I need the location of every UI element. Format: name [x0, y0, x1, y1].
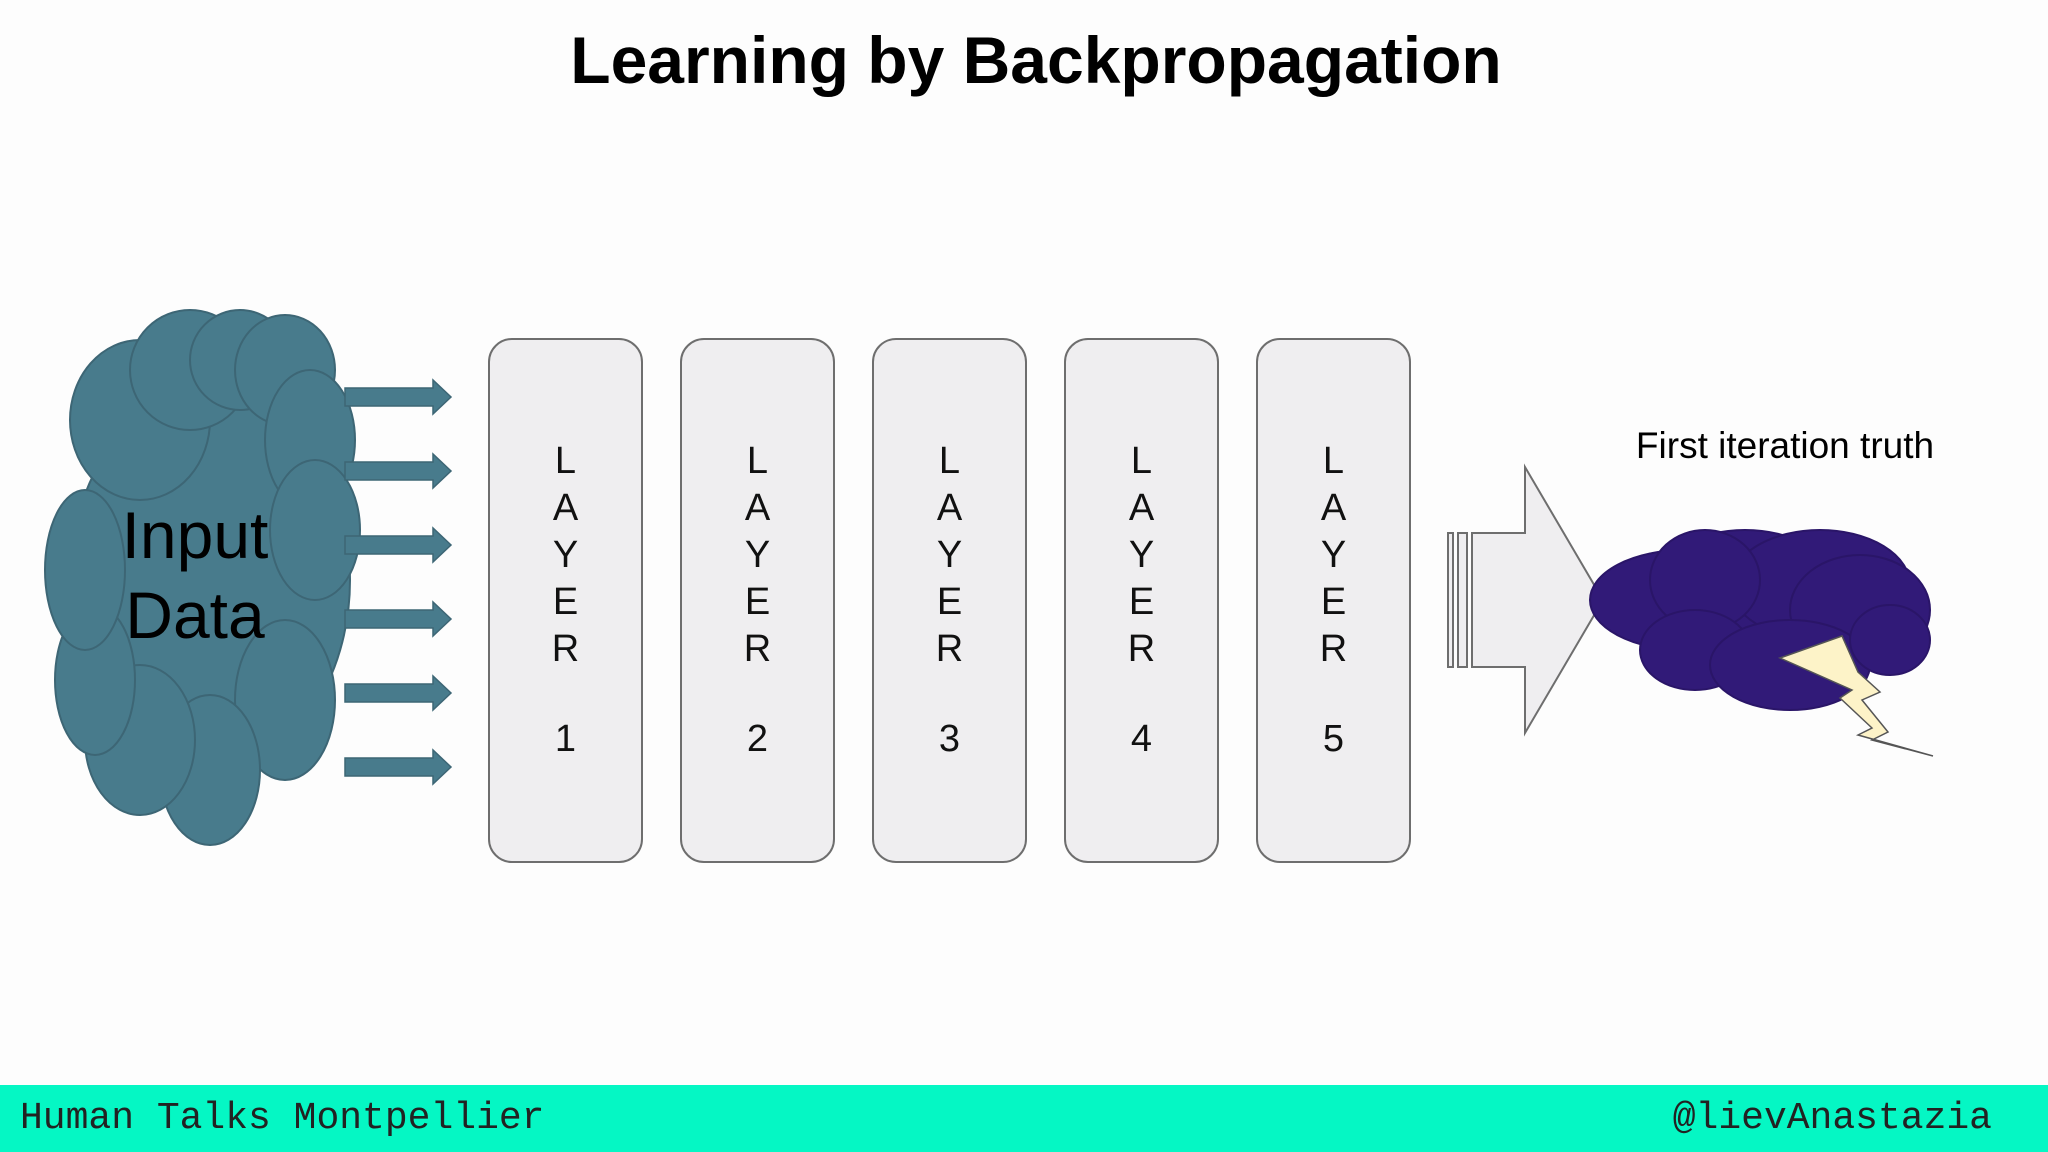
- layer-letter: A: [936, 487, 963, 529]
- layer-letter: R: [743, 628, 772, 670]
- arrow-right-icon: [344, 526, 453, 564]
- layer-number: 2: [746, 718, 769, 760]
- first-iteration-truth-label: First iteration truth: [1635, 425, 1935, 466]
- layer-letter: A: [552, 487, 579, 529]
- arrow-right-icon: [344, 452, 453, 490]
- storm-cloud-icon: [1589, 529, 1931, 711]
- input-arrows: [344, 378, 453, 786]
- layer-letter: L: [554, 440, 577, 482]
- layer-label: L A Y E R: [874, 438, 1025, 673]
- arrow-right-icon: [344, 674, 453, 712]
- slide-title: Learning by Backpropagation: [570, 23, 1502, 97]
- layer-letter: L: [1322, 440, 1345, 482]
- layer-label: L A Y E R: [1258, 438, 1409, 673]
- layer-letter: L: [746, 440, 769, 482]
- layer-letter: Y: [1320, 534, 1347, 576]
- layer-number: 5: [1322, 718, 1345, 760]
- slide: Learning by Backpropagation: [44, 23, 1935, 863]
- layer-letter: A: [1128, 487, 1155, 529]
- layer-letter: Y: [936, 534, 963, 576]
- layer-letter: E: [1128, 581, 1155, 623]
- layer-letter: R: [551, 628, 580, 670]
- output-arrow-icon: [1447, 463, 1605, 737]
- author-handle: @lievAnastazia: [1672, 1097, 1992, 1140]
- input-cloud-icon: [44, 309, 361, 846]
- layer-letter: R: [1127, 628, 1156, 670]
- layer-label: L A Y E R: [490, 438, 641, 673]
- diagram-graphics: [44, 309, 1934, 846]
- layer-letter: R: [1319, 628, 1348, 670]
- layer-4-box: L A Y E R 4: [1064, 338, 1219, 863]
- layer-2-box: L A Y E R 2: [680, 338, 835, 863]
- layer-3-box: L A Y E R 3: [872, 338, 1027, 863]
- layer-number: 4: [1130, 718, 1153, 760]
- arrow-right-icon: [344, 378, 453, 416]
- layer-letter: E: [1320, 581, 1347, 623]
- footer-bar: Human Talks Montpellier @lievAnastazia: [0, 1085, 2048, 1152]
- input-label-line1: Input: [121, 498, 269, 572]
- layer-letter: Y: [744, 534, 771, 576]
- input-label-line2: Data: [125, 578, 265, 652]
- layer-1-box: L A Y E R 1: [488, 338, 643, 863]
- layer-number: 3: [938, 718, 961, 760]
- layer-letter: L: [938, 440, 961, 482]
- arrow-right-icon: [344, 748, 453, 786]
- event-name: Human Talks Montpellier: [20, 1097, 545, 1140]
- layer-letter: L: [1130, 440, 1153, 482]
- layer-number: 1: [554, 718, 577, 760]
- input-data-label: Input Data: [95, 495, 295, 655]
- lightning-icon: [1777, 635, 1934, 757]
- layer-label: L A Y E R: [1066, 438, 1217, 673]
- arrow-right-icon: [344, 600, 453, 638]
- layer-letter: E: [744, 581, 771, 623]
- layer-letter: A: [744, 487, 771, 529]
- layer-letter: Y: [1128, 534, 1155, 576]
- layer-letter: A: [1320, 487, 1347, 529]
- layer-letter: Y: [552, 534, 579, 576]
- layer-letter: E: [552, 581, 579, 623]
- layer-5-box: L A Y E R 5: [1256, 338, 1411, 863]
- layer-label: L A Y E R: [682, 438, 833, 673]
- layer-letter: R: [935, 628, 964, 670]
- layer-letter: E: [936, 581, 963, 623]
